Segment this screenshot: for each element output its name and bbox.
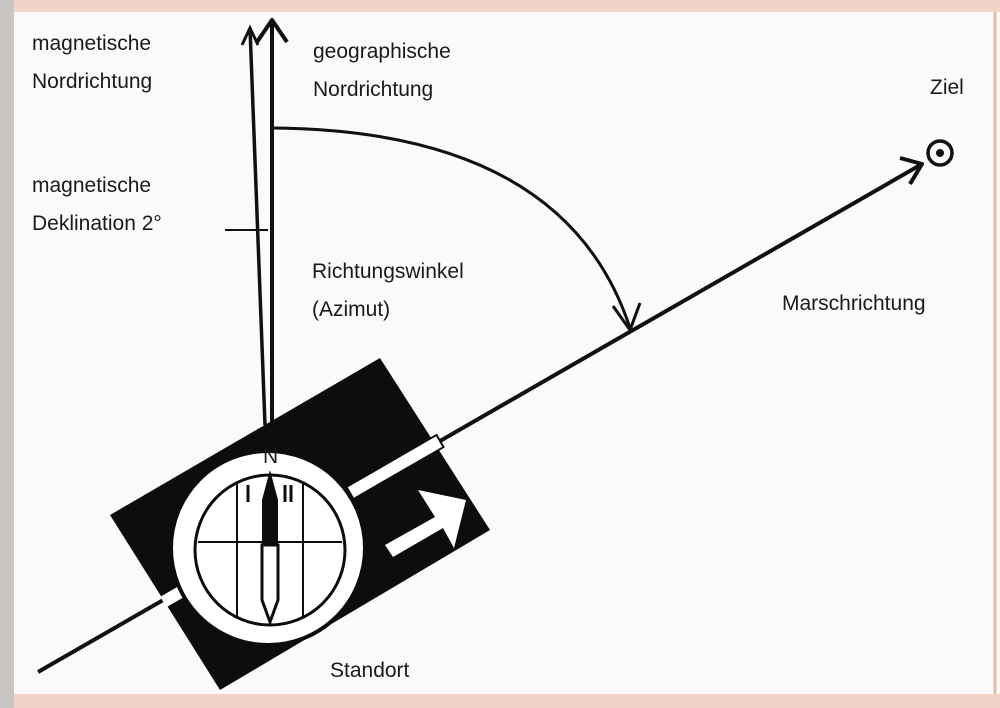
compass-n-marker: N bbox=[263, 445, 278, 468]
march-direction-label: Marschrichtung bbox=[782, 292, 926, 315]
compass-needle-south bbox=[260, 543, 280, 627]
declination-label-line1: magnetische bbox=[32, 174, 151, 197]
frame-border-left bbox=[0, 0, 14, 708]
frame-border-bottom bbox=[0, 694, 1000, 708]
geographic-north-label-line1: geographische bbox=[313, 40, 451, 63]
azimuth-label-line2: (Azimut) bbox=[312, 298, 390, 321]
magnetic-north-arrowhead bbox=[240, 24, 260, 46]
target-label: Ziel bbox=[930, 76, 964, 99]
azimuth-label-line1: Richtungswinkel bbox=[312, 260, 464, 283]
azimuth-arc-arrowhead bbox=[611, 302, 642, 332]
geographic-north-arrowhead bbox=[255, 18, 289, 44]
compass-needle-north bbox=[262, 470, 278, 545]
frame-border-top bbox=[0, 0, 1000, 12]
compass-orienting-marks bbox=[246, 485, 293, 502]
target-symbol bbox=[926, 139, 954, 167]
magnetic-north-line bbox=[248, 27, 267, 426]
magnetic-north-label-line1: magnetische bbox=[32, 32, 151, 55]
geographic-north-label-line2: Nordrichtung bbox=[313, 78, 433, 101]
declination-label-line2: Deklination 2° bbox=[32, 212, 162, 235]
magnetic-north-label-line2: Nordrichtung bbox=[32, 70, 152, 93]
compass-travel-arrow-icon bbox=[385, 490, 466, 557]
compass: N bbox=[110, 358, 490, 690]
azimuth-arc bbox=[271, 126, 632, 329]
position-label: Standort bbox=[330, 659, 410, 682]
compass-travel-bar-lower bbox=[160, 586, 184, 608]
march-direction-arrowhead bbox=[899, 156, 924, 186]
